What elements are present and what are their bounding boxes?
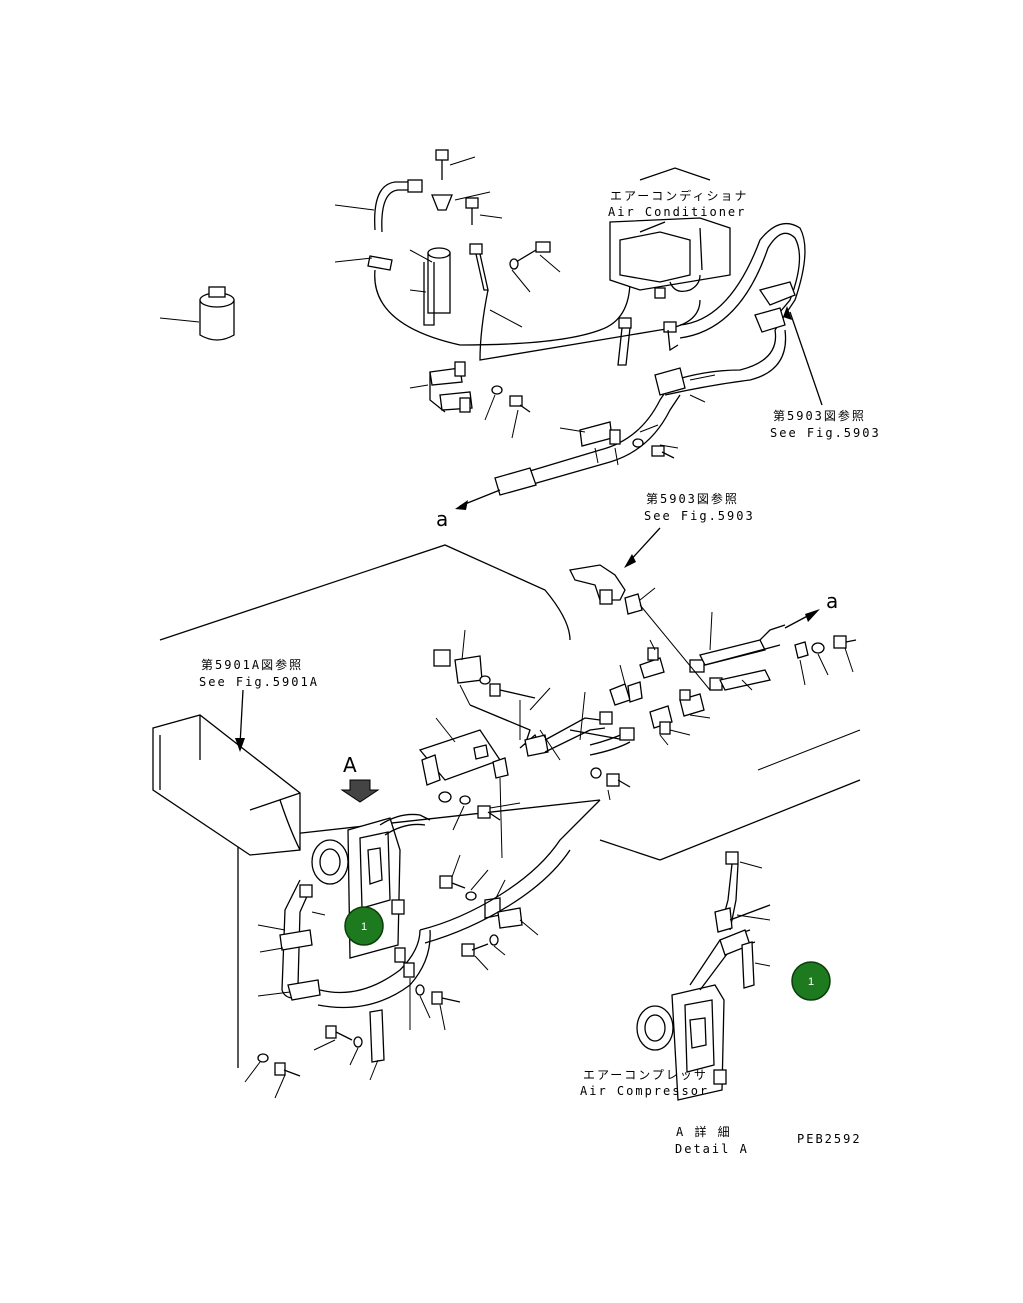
callout-number: 1: [808, 976, 814, 988]
clamps-lower-middle: [394, 854, 539, 1031]
see-fig-5903-upper-en: See Fig.5903: [770, 426, 881, 440]
bolts-lower-left: [244, 1009, 385, 1099]
air-conditioner-unit: [609, 167, 731, 299]
see-fig-5901a-jp: 第5901A図参照: [201, 657, 303, 672]
hose-to-air-conditioner: [374, 269, 701, 366]
machine-frame-outline: [159, 544, 571, 641]
detail-a-label-en: Detail A: [675, 1142, 749, 1156]
lower-assembly: [152, 527, 861, 1101]
compressor-hoses-up: [379, 717, 601, 944]
compressor-hoses-left: [257, 879, 431, 1009]
view-a-arrow: [340, 779, 380, 803]
detail-a-compressor: [636, 851, 771, 1101]
callout-number: 1: [361, 921, 367, 933]
air-conditioner-label-jp: エアーコンディショナ: [610, 188, 748, 203]
detail-a-label-jp: A 詳 細: [676, 1124, 732, 1139]
air-conditioner-label-en: Air Conditioner: [608, 205, 746, 219]
callout-badge-detail-a[interactable]: 1: [791, 961, 831, 1001]
fittings-middle: [433, 629, 635, 801]
air-compressor-label-jp: エアーコンプレッサ: [583, 1068, 708, 1082]
air-compressor-label-en: Air Compressor: [580, 1084, 709, 1098]
bolt-set-upper: [431, 149, 561, 293]
fittings-right: [609, 609, 857, 746]
arrow-label-a-lower: a: [826, 589, 838, 613]
see-fig-5903-upper-jp: 第5903図参照: [773, 408, 866, 423]
see-fig-5903-lower-jp: 第5903図参照: [646, 491, 739, 506]
hose-to-a-upper: [455, 367, 716, 510]
upper-assembly: [159, 149, 823, 510]
view-a-label: A: [343, 753, 357, 777]
clamp-set-upper: [409, 361, 531, 439]
leader-fig-5903-upper: [783, 306, 823, 406]
counterweight-box: [152, 714, 301, 856]
receiver-drier-part: [159, 286, 235, 341]
see-fig-5903-lower-en: See Fig.5903: [644, 509, 755, 523]
callout-badge-compressor-main[interactable]: 1: [344, 906, 384, 946]
bracket-fig-5903-lower: [569, 527, 711, 691]
hose-upper-left: [334, 179, 423, 271]
receiver-with-bracket: [409, 243, 489, 326]
see-fig-5901a-en: See Fig.5901A: [199, 675, 319, 689]
drawing-code: PEB2592: [797, 1132, 862, 1146]
arrow-label-a-upper: a: [436, 507, 448, 531]
